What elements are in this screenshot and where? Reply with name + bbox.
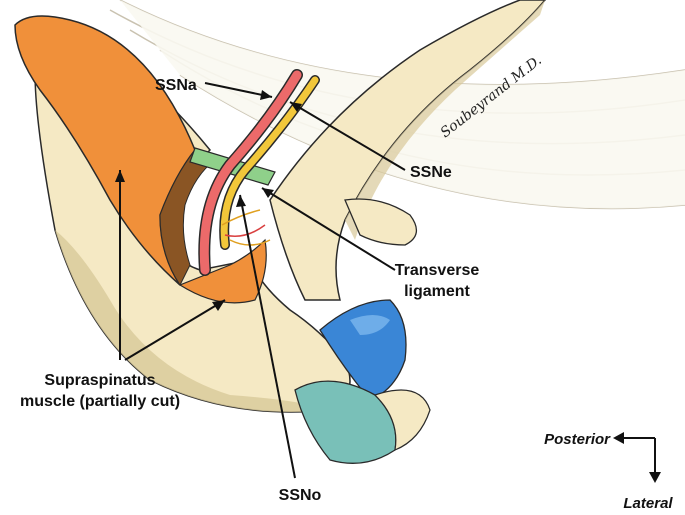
label-supraspinatus-line2: muscle (partially cut) (20, 393, 180, 410)
humeral-head-lower (373, 389, 431, 451)
supraspinatus-lower-flap (178, 238, 267, 304)
glenoid-highlight (350, 315, 390, 335)
label-ssno: SSNo (279, 487, 322, 504)
acromion-shadow (345, 0, 545, 240)
arrowheads (115, 90, 302, 311)
label-supraspinatus-line1: Supraspinatus (44, 372, 155, 389)
label-transverse-line2: ligament (404, 283, 470, 300)
ssn-red-nerve-fill (199, 70, 302, 275)
orientation-posterior: Posterior (544, 431, 611, 448)
scapula-shadow (55, 230, 330, 412)
leader-lines (119, 82, 406, 479)
orientation-indicator: Posterior Lateral (544, 431, 673, 512)
coracoid-process (344, 198, 417, 246)
label-ssne: SSNe (410, 164, 452, 181)
label-ssna: SSNa (155, 77, 197, 94)
orientation-lateral: Lateral (623, 495, 673, 512)
label-transverse-line1: Transverse (395, 262, 480, 279)
